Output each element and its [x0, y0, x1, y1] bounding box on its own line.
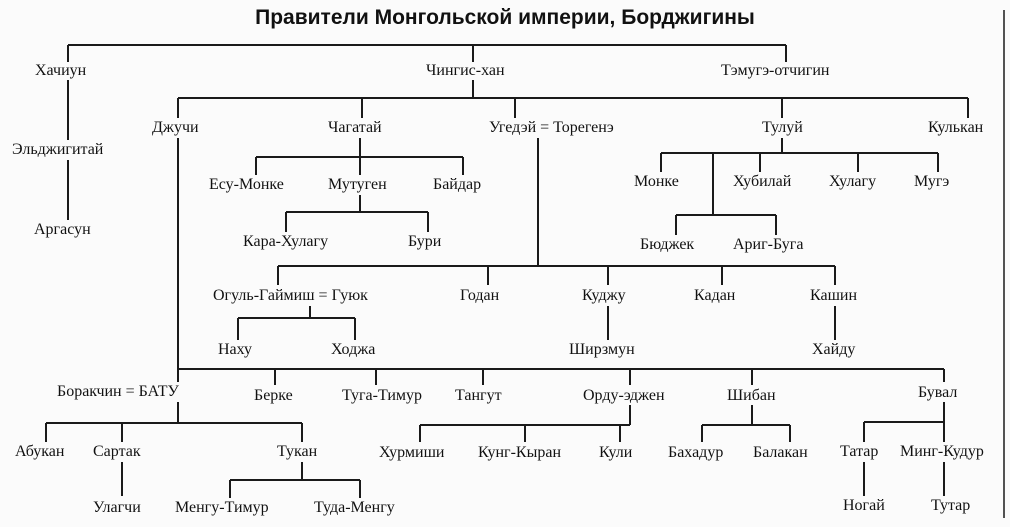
person-tukan: Тукан — [275, 443, 320, 461]
person-kuli: Кули — [597, 444, 635, 462]
person-sartak: Сартак — [91, 443, 143, 461]
person-kashin: Кашин — [808, 287, 860, 305]
person-mengu-timur: Менгу-Тимур — [173, 499, 271, 517]
person-khachiun: Хачиун — [33, 62, 89, 80]
person-argasun: Аргасун — [32, 221, 93, 239]
person-khubilai: Хубилай — [731, 173, 794, 191]
person-balakan: Балакан — [751, 444, 810, 462]
person-shiban: Шибан — [725, 387, 778, 405]
person-tutar: Тутар — [929, 497, 973, 515]
person-ordu-edzhen: Орду-эджен — [581, 387, 667, 405]
diagram-title: Правители Монгольской империи, Борджигин… — [255, 6, 755, 29]
person-monke: Монке — [632, 173, 681, 191]
person-kadan: Кадан — [692, 287, 738, 305]
person-khaidu: Хайду — [810, 341, 858, 359]
person-shirzmun: Ширзмун — [567, 341, 637, 359]
person-kung-kyran: Кунг-Кыран — [476, 444, 564, 462]
person-kulkan: Кулькан — [926, 119, 986, 137]
person-kudzhu: Куджу — [580, 287, 628, 305]
person-jochi: Джучи — [150, 119, 201, 137]
person-godan: Годан — [458, 287, 502, 305]
person-eldzhigitai: Эльджигитай — [10, 141, 106, 159]
person-chinggis-khan: Чингис-хан — [424, 62, 507, 80]
person-borakchin-batu: Боракчин = БАТУ — [55, 383, 181, 401]
person-khulagu: Хулагу — [827, 173, 879, 191]
person-nogai: Ногай — [841, 497, 887, 515]
person-ogul-gaimish-guyuk: Огуль-Гаймиш = Гуюк — [211, 287, 370, 305]
person-ulagchi: Улагчи — [91, 499, 143, 517]
person-budzhek: Бюджек — [638, 236, 697, 254]
person-abukan: Абукан — [13, 443, 67, 461]
person-ugedei-toregene: Угедэй = Торегенэ — [487, 119, 616, 137]
person-temuge-otchigin: Тэмугэ-отчигин — [719, 62, 832, 80]
person-kara-khulagu: Кара-Хулагу — [241, 233, 331, 251]
person-nakhu: Наху — [216, 341, 255, 359]
person-tolui: Тулуй — [760, 119, 805, 137]
person-tuga-timur: Туга-Тимур — [340, 387, 425, 405]
person-esu-monke: Есу-Монке — [207, 176, 286, 194]
person-tangut: Тангут — [453, 387, 504, 405]
person-berke: Берке — [252, 387, 295, 405]
person-tuda-mengu: Туда-Менгу — [312, 499, 397, 517]
person-baidar: Байдар — [431, 176, 484, 194]
person-muge: Мугэ — [912, 173, 952, 191]
person-khodzha: Ходжа — [329, 341, 378, 359]
person-ming-kudur: Минг-Кудур — [898, 443, 986, 461]
person-khurmishi: Хурмиши — [377, 444, 447, 462]
person-buri: Бури — [406, 233, 444, 251]
person-buval: Бувал — [916, 384, 960, 402]
person-mutugen: Мутуген — [326, 176, 389, 194]
person-chagatai: Чагатай — [326, 119, 384, 137]
person-tatar: Татар — [838, 443, 881, 461]
person-bakhadur: Бахадур — [666, 444, 726, 462]
person-arig-buga: Ариг-Буга — [731, 236, 806, 254]
